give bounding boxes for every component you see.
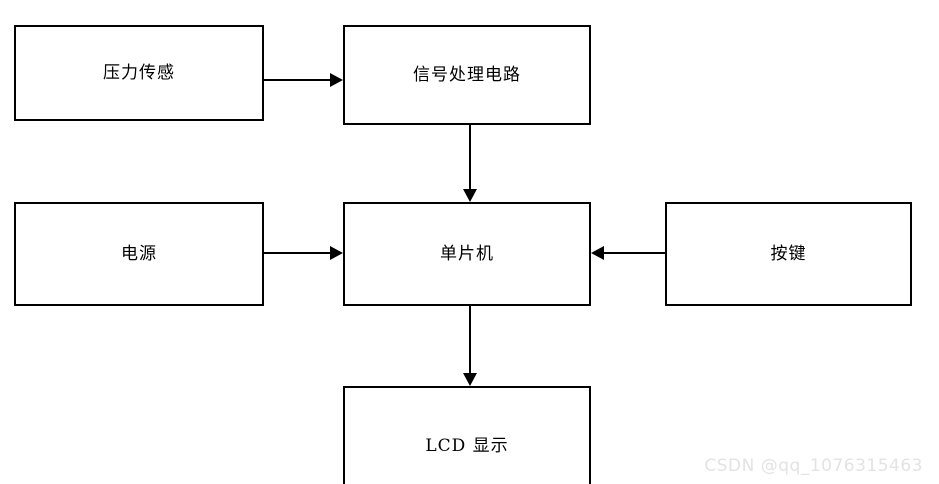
watermark: CSDN @qq_1076315463	[704, 456, 923, 476]
node-lcd[interactable]: LCD 显示	[343, 386, 591, 484]
edge-mcu-to-lcd	[463, 306, 477, 387]
edge-line	[469, 306, 471, 376]
edge-line	[264, 252, 332, 254]
node-signal-circuit[interactable]: 信号处理电路	[343, 25, 591, 125]
arrow-down-icon	[463, 189, 477, 202]
edge-power-to-mcu	[264, 246, 343, 260]
node-keys-label: 按键	[770, 243, 807, 264]
node-pressure-sensor[interactable]: 压力传感	[14, 25, 264, 121]
node-mcu[interactable]: 单片机	[343, 202, 591, 306]
node-power-supply[interactable]: 电源	[14, 202, 264, 306]
edge-line	[469, 125, 471, 192]
edge-keys-to-mcu	[591, 246, 666, 260]
arrow-down-icon	[463, 373, 477, 386]
node-power-supply-label: 电源	[121, 243, 157, 264]
arrow-left-icon	[591, 246, 604, 260]
edge-line	[264, 79, 332, 81]
arrow-right-icon	[330, 73, 343, 87]
edge-line	[602, 252, 666, 254]
node-signal-circuit-label: 信号处理电路	[413, 64, 521, 85]
node-mcu-label: 单片机	[440, 243, 494, 264]
edge-circuit-to-mcu	[463, 125, 477, 203]
node-pressure-sensor-label: 压力传感	[103, 62, 175, 83]
node-lcd-label: LCD 显示	[425, 435, 509, 456]
arrow-right-icon	[330, 246, 343, 260]
edge-sensor-to-circuit	[264, 73, 343, 87]
node-keys[interactable]: 按键	[665, 202, 912, 306]
